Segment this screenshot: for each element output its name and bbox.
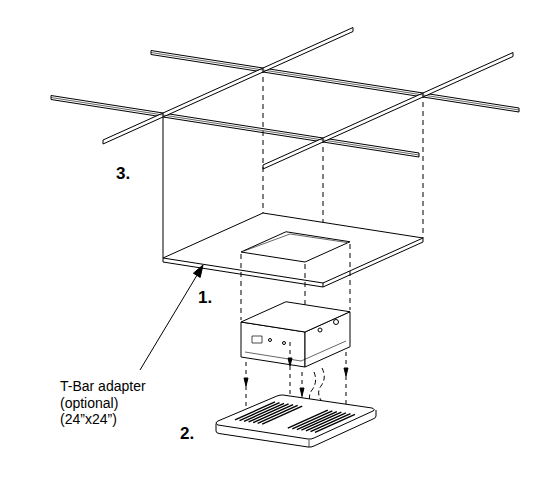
grille-slot: [262, 406, 302, 424]
grille-slot: [235, 402, 275, 420]
housing-top: [241, 302, 350, 332]
grille-slot: [253, 405, 293, 423]
t-bar: [263, 53, 513, 170]
adapter-opening: [241, 232, 350, 262]
grille-slot: [249, 404, 289, 422]
callout-number: 3.: [116, 164, 130, 184]
grille-slot: [244, 403, 284, 421]
leader-arrowhead: [193, 265, 203, 277]
knockout: [283, 342, 286, 345]
fan-housing: [241, 302, 350, 367]
t-bar-edge: [151, 53, 519, 111]
wire: [319, 368, 325, 404]
grille-slot: [292, 411, 332, 429]
callout-number: 1.: [198, 288, 212, 308]
t-bar: [151, 51, 519, 113]
part-label: T-Bar adapter (optional) (24”x24”): [60, 378, 172, 428]
grille-slot: [306, 413, 346, 431]
grille-slot: [310, 414, 350, 432]
grille-rim: [216, 410, 376, 447]
callout-number: 2.: [180, 424, 194, 444]
knockout: [269, 339, 272, 342]
leader-line: [140, 274, 198, 371]
projection-line: [423, 93, 424, 238]
knockout: [318, 328, 322, 332]
adapter-edge: [163, 113, 164, 258]
knockout: [334, 320, 339, 325]
t-bar-edge: [51, 98, 419, 156]
grille-slot: [288, 410, 328, 428]
adapter-panel: [163, 213, 423, 283]
t-bar: [103, 28, 353, 145]
housing-flange: [245, 341, 346, 361]
grille-face: [216, 395, 374, 439]
adapter-lip: [323, 283, 324, 287]
connector-box: [252, 336, 262, 343]
projection-line: [263, 68, 264, 213]
grille: [216, 395, 376, 447]
grille-slot: [297, 412, 337, 430]
grille-slot: [315, 414, 355, 432]
t-bar: [51, 96, 419, 158]
grille-slot: [301, 412, 341, 430]
t-bar-adapter: [163, 68, 423, 287]
grille-slot: [240, 403, 280, 421]
grille-slot: [258, 405, 298, 423]
t-bar-grid: [51, 28, 519, 170]
opening-depth: [244, 234, 347, 251]
grille-rim: [309, 440, 310, 447]
